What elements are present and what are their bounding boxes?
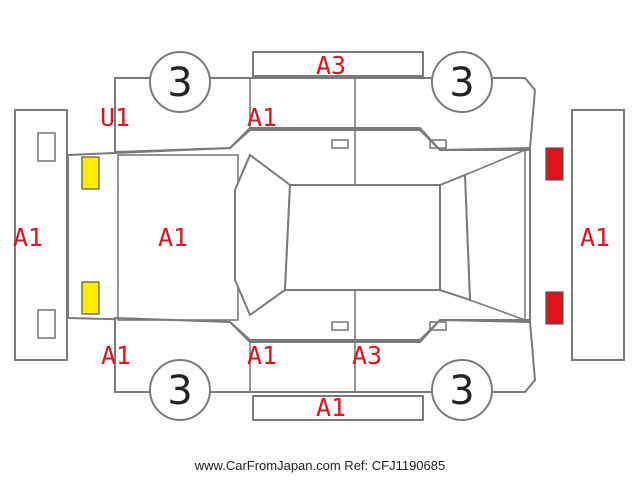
tire-front-right: 3 [149, 359, 211, 421]
code-left-fender-bottom: A1 [101, 341, 131, 370]
code-roof-strip: A3 [316, 51, 346, 80]
watermark-text: www.CarFromJapan.com Ref: CFJ1190685 [194, 458, 446, 473]
code-front-panel: A1 [13, 223, 43, 252]
code-rear-panel: A1 [580, 223, 610, 252]
rear-bumper [571, 109, 625, 361]
windshield [234, 153, 292, 317]
door-handle-top-rear [429, 139, 447, 149]
code-left-fender-top: U1 [100, 103, 130, 132]
door-handle-top-front [331, 139, 349, 149]
front-light-bottom [81, 281, 100, 315]
rear-light-top [545, 147, 564, 181]
roof-panel [283, 184, 441, 291]
tire-rear-left: 3 [431, 51, 493, 113]
tire-rear-left-label: 3 [449, 60, 474, 106]
tire-front-left-label: 3 [167, 60, 192, 106]
code-left-door-bottom: A1 [247, 341, 277, 370]
code-bottom-strip: A1 [316, 393, 346, 422]
code-right-door-bottom: A3 [352, 341, 382, 370]
tire-front-right-label: 3 [167, 368, 192, 414]
tire-rear-right: 3 [431, 359, 493, 421]
door-handle-bottom-front [331, 321, 349, 331]
code-left-door-top: A1 [247, 103, 277, 132]
code-hood: A1 [158, 223, 188, 252]
tire-front-left: 3 [149, 51, 211, 113]
bottom-strip [252, 395, 424, 421]
door-handle-bottom-rear [429, 321, 447, 331]
front-bumper [14, 109, 68, 361]
trunk-panel [464, 148, 526, 322]
roof-strip-top [252, 51, 424, 77]
tire-rear-right-label: 3 [449, 368, 474, 414]
front-light-top [81, 156, 100, 190]
rear-light-bottom [545, 291, 564, 325]
